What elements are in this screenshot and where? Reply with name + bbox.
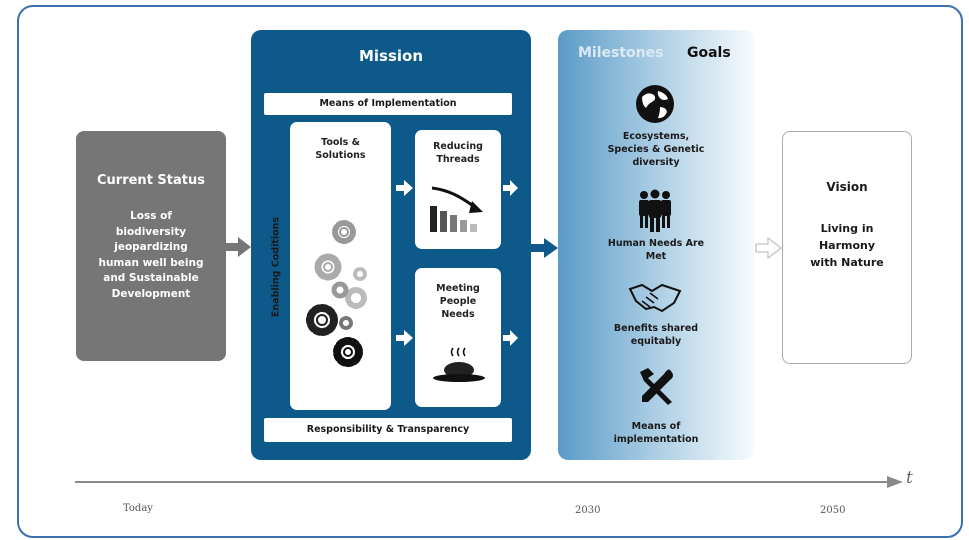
arrow-tools-to-threads xyxy=(396,180,413,196)
status-line: Development xyxy=(111,287,191,300)
vision-line: with Nature xyxy=(810,256,884,269)
arrow-threads-out xyxy=(503,180,518,196)
status-line: and Sustainable xyxy=(103,272,199,284)
tools-solutions-label: Tools & Solutions xyxy=(315,137,366,161)
timeline-axis xyxy=(75,476,903,488)
goal-human-needs-label: Human Needs Are Met xyxy=(607,238,705,262)
meeting-people-needs-box: Meeting People Needs xyxy=(415,268,501,407)
goal-means-label: Means of implementation xyxy=(613,421,699,445)
vision-line: Living in xyxy=(820,222,874,235)
people-icon xyxy=(639,189,671,232)
meeting-people-needs-label: Meeting People Needs xyxy=(436,283,480,320)
arrow-goals-to-vision xyxy=(755,237,783,259)
year-2030: 2030 xyxy=(575,505,601,516)
arrow-mission-to-goals xyxy=(531,238,558,258)
vision-title: Vision xyxy=(826,180,868,194)
arrow-needs-out xyxy=(503,330,518,346)
vision-line: Harmony xyxy=(818,239,876,252)
declining-chart-icon xyxy=(430,186,483,232)
vision-text: Living in Harmony with Nature xyxy=(783,220,911,271)
responsibility-transparency-bar: Responsibility & Transparency xyxy=(264,418,512,442)
food-dish-icon xyxy=(433,347,485,382)
enabling-conditions-bar: Enabling Coditions xyxy=(266,122,286,412)
arrow-status-to-mission xyxy=(226,237,251,257)
globe-icon xyxy=(636,85,674,123)
tools-solutions-box: Tools & Solutions xyxy=(290,122,391,410)
status-line: Loss of xyxy=(130,210,172,222)
current-status-text: Loss of biodiversity jeopardizing human … xyxy=(82,209,220,302)
mission-title: Mission xyxy=(358,47,424,65)
goal-ecosystems-label: Ecosystems, Species & Genetic diversity xyxy=(607,131,705,168)
status-line: human well being xyxy=(98,256,204,269)
current-status-box: Current Status Loss of biodiversity jeop… xyxy=(76,131,226,361)
milestones-label: Milestones xyxy=(578,45,664,61)
goal-benefits-label: Benefits shared equitably xyxy=(613,323,699,347)
current-status-title: Current Status xyxy=(97,173,205,188)
arrow-tools-to-needs xyxy=(396,330,413,346)
enabling-conditions-label: Enabling Coditions xyxy=(270,216,282,318)
means-of-implementation-bar: Means of Implementation xyxy=(264,93,512,115)
status-line: jeopardizing xyxy=(114,241,188,253)
vision-box: Vision Living in Harmony with Nature xyxy=(782,131,912,364)
year-today: Today xyxy=(123,503,153,514)
reducing-threads-box: Reducing Threads xyxy=(415,130,501,249)
status-line: biodiversity xyxy=(115,225,187,238)
diagram-frame xyxy=(17,5,963,538)
year-2050: 2050 xyxy=(820,505,846,516)
reducing-threads-label: Reducing Threads xyxy=(433,141,483,165)
time-axis-label: t xyxy=(906,468,913,488)
gears-icon xyxy=(306,220,367,367)
handshake-icon xyxy=(628,283,682,313)
tools-icon xyxy=(640,368,673,405)
goals-label: Goals xyxy=(687,45,731,61)
